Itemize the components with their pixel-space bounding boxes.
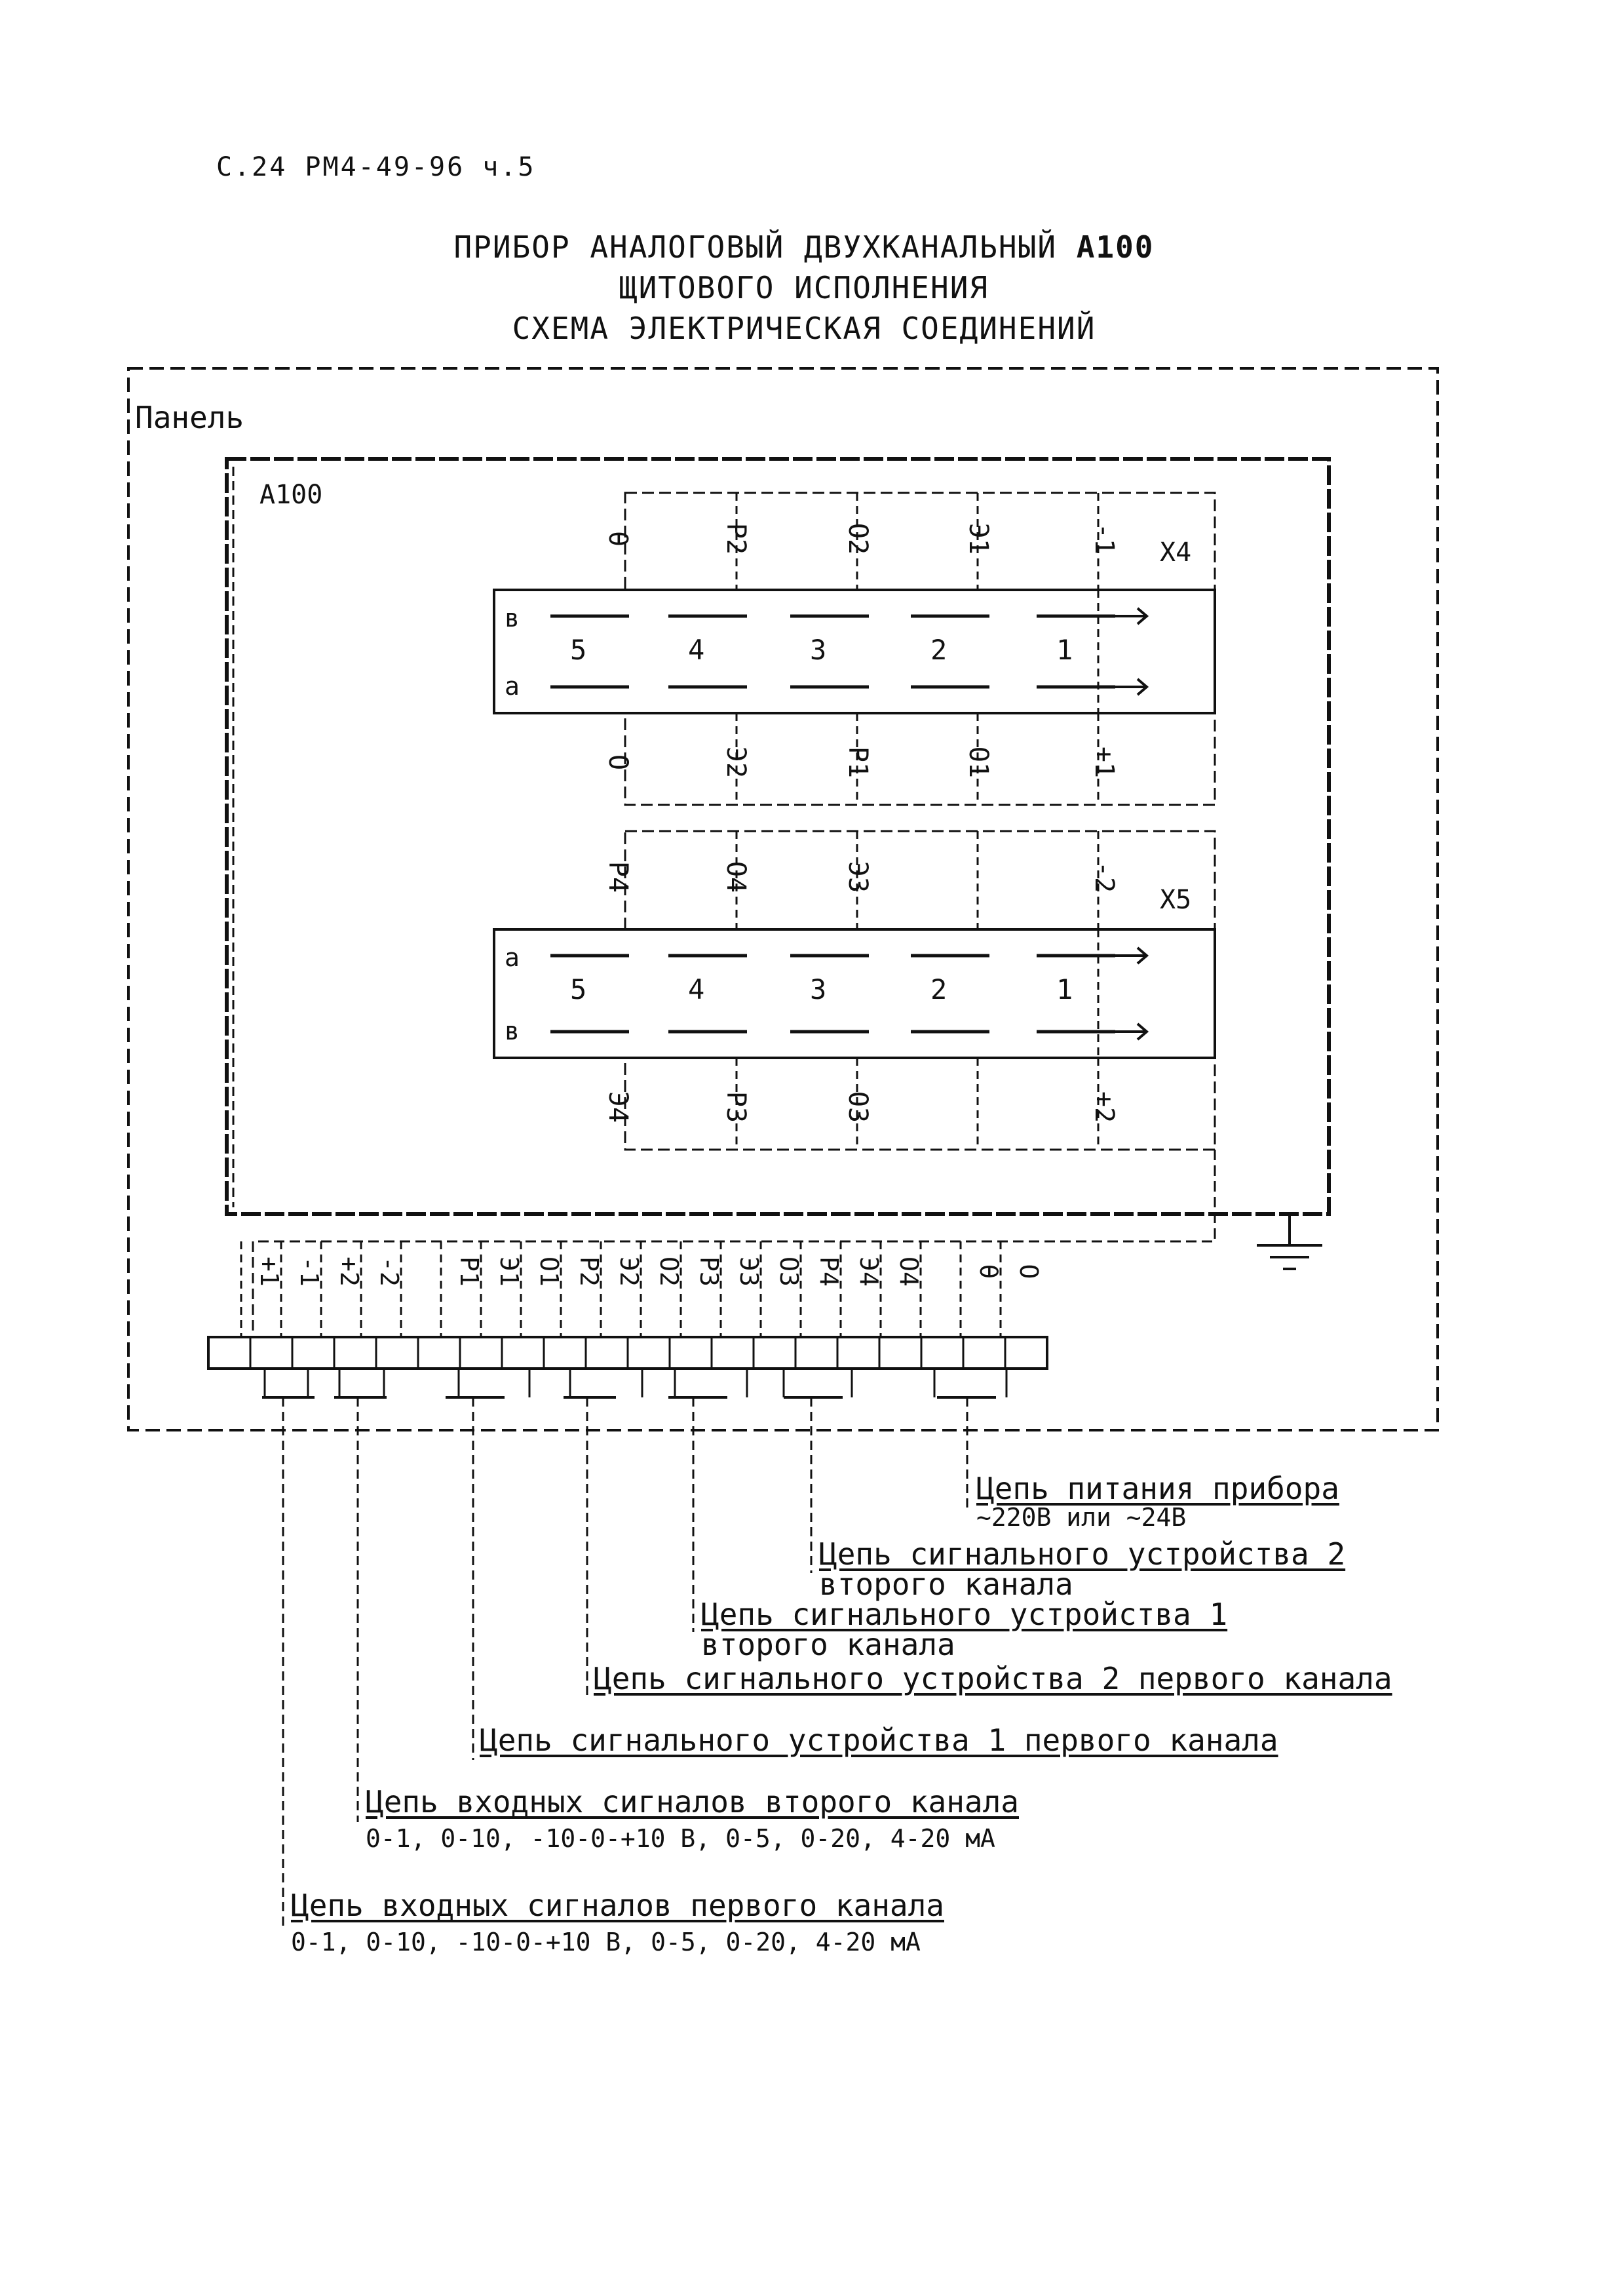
circuit-ch2-input: Цепь входных сигналов второго канала <box>366 1784 1019 1819</box>
terminal-label: О <box>1014 1264 1043 1279</box>
x5-bottom-label: +2 <box>1089 1091 1119 1123</box>
circuit-power-voltage: ~220В или ~24В <box>976 1503 1187 1532</box>
x4-row-top: в <box>505 604 520 632</box>
x5-body <box>493 928 1216 1059</box>
x5-arrow-icon <box>1114 946 1149 1041</box>
x5-bottom-label: Э4 <box>603 1091 633 1123</box>
x5-top-label: Э3 <box>843 861 873 893</box>
page-header: С.24 РМ4-49-96 ч.5 <box>216 152 536 182</box>
x4-top-label: Э1 <box>963 523 993 555</box>
x5-pin-number: 2 <box>930 973 947 1005</box>
circuit-ch1-alarm2: Цепь сигнального устройства 2 первого ка… <box>594 1661 1392 1696</box>
terminal-label: -1 <box>295 1256 324 1287</box>
terminal-label: +2 <box>335 1256 364 1287</box>
x4-pin-number: 5 <box>570 634 586 666</box>
x4-name: Х4 <box>1160 537 1192 568</box>
circuit-power: Цепь питания прибора <box>976 1471 1339 1506</box>
x5-row-top: а <box>505 943 520 972</box>
terminal-label: О3 <box>775 1256 803 1287</box>
terminal-label: -2 <box>375 1256 404 1287</box>
title-line-1-text: ПРИБОР АНАЛОГОВЫЙ ДВУХКАНАЛЬНЫЙ <box>453 229 1058 265</box>
x4-pin-number: 2 <box>930 634 947 666</box>
terminal-label: О4 <box>894 1256 923 1287</box>
device-outline <box>225 457 1331 1216</box>
x4-row-bottom: а <box>505 672 520 701</box>
x5-pin-number: 4 <box>688 973 704 1005</box>
terminal-label: Р1 <box>455 1256 484 1287</box>
circuit-ch2-alarm2-sub: второго канала <box>819 1566 1073 1602</box>
x4-top-label: θ <box>603 531 633 547</box>
x5-name: Х5 <box>1160 885 1192 915</box>
x5-pin-number: 1 <box>1056 973 1073 1005</box>
circuit-ch1-alarm1: Цепь сигнального устройства 1 первого ка… <box>480 1722 1278 1758</box>
circuit-ch2-input-ranges: 0-1, 0-10, -10-0-+10 В, 0-5, 0-20, 4-20 … <box>366 1824 995 1853</box>
x4-top-label: О2 <box>843 523 873 555</box>
panel-outline <box>127 367 1439 1431</box>
x5-pin-number: 5 <box>570 973 586 1005</box>
terminal-label: +1 <box>255 1256 284 1287</box>
circuit-ch2-alarm2: Цепь сигнального устройства 2 <box>819 1536 1346 1572</box>
x4-bottom-label: О <box>603 754 633 770</box>
terminal-label: Р4 <box>814 1256 843 1287</box>
x5-bottom-label: Р3 <box>721 1091 751 1123</box>
x4-top-frame <box>624 492 1216 591</box>
x5-row-bottom: в <box>505 1017 520 1045</box>
circuit-ch2-alarm1: Цепь сигнального устройства 1 <box>701 1597 1228 1632</box>
terminal-label: θ <box>974 1264 1003 1279</box>
title-line-2: ЩИТОВОГО ИСПОЛНЕНИЯ <box>619 270 989 305</box>
title-model: А100 <box>1076 229 1155 265</box>
terminal-label: Э4 <box>854 1256 883 1287</box>
x5-pin-number: 3 <box>810 973 826 1005</box>
device-label: А100 <box>259 480 323 510</box>
title-line-3: СХЕМА ЭЛЕКТРИЧЕСКАЯ СОЕДИНЕНИЙ <box>512 311 1096 346</box>
circuit-ch2-alarm1-sub: второго канала <box>701 1627 955 1662</box>
x5-bottom-label: О3 <box>843 1091 873 1123</box>
x4-bottom-label: Э2 <box>721 747 751 778</box>
terminal-label: О2 <box>655 1256 683 1287</box>
x5-top-label: О4 <box>721 861 751 893</box>
terminal-label: Р3 <box>695 1256 723 1287</box>
circuit-ch1-input-ranges: 0-1, 0-10, -10-0-+10 В, 0-5, 0-20, 4-20 … <box>291 1928 921 1956</box>
title-line-1: ПРИБОР АНАЛОГОВЫЙ ДВУХКАНАЛЬНЫЙ А100 <box>0 229 1608 265</box>
x4-arrow-icon <box>1114 607 1149 696</box>
x4-bottom-label: Р1 <box>843 747 873 778</box>
terminal-label: Э2 <box>615 1256 643 1287</box>
x5-bottom-frame <box>624 1057 1216 1151</box>
x4-pin-number: 3 <box>810 634 826 666</box>
x4-pin-number: 1 <box>1056 634 1073 666</box>
x4-body <box>493 589 1216 714</box>
x5-top-label: Р4 <box>603 861 633 893</box>
x5-top-label: -2 <box>1089 861 1119 893</box>
terminal-label: Э1 <box>495 1256 524 1287</box>
terminal-label: О1 <box>535 1256 564 1287</box>
x4-bottom-label: +1 <box>1089 747 1119 778</box>
x5-top-frame <box>624 830 1216 931</box>
x4-top-label: Р2 <box>721 523 751 555</box>
x4-bottom-label: О1 <box>963 747 993 778</box>
x4-top-label: -1 <box>1089 523 1119 555</box>
x4-pin-number: 4 <box>688 634 704 666</box>
x4-bottom-frame <box>624 712 1216 806</box>
terminal-label: Э3 <box>735 1256 763 1287</box>
panel-label: Панель <box>135 400 244 435</box>
circuit-ch1-input: Цепь входных сигналов первого канала <box>291 1888 944 1923</box>
terminal-label: Р2 <box>575 1256 603 1287</box>
